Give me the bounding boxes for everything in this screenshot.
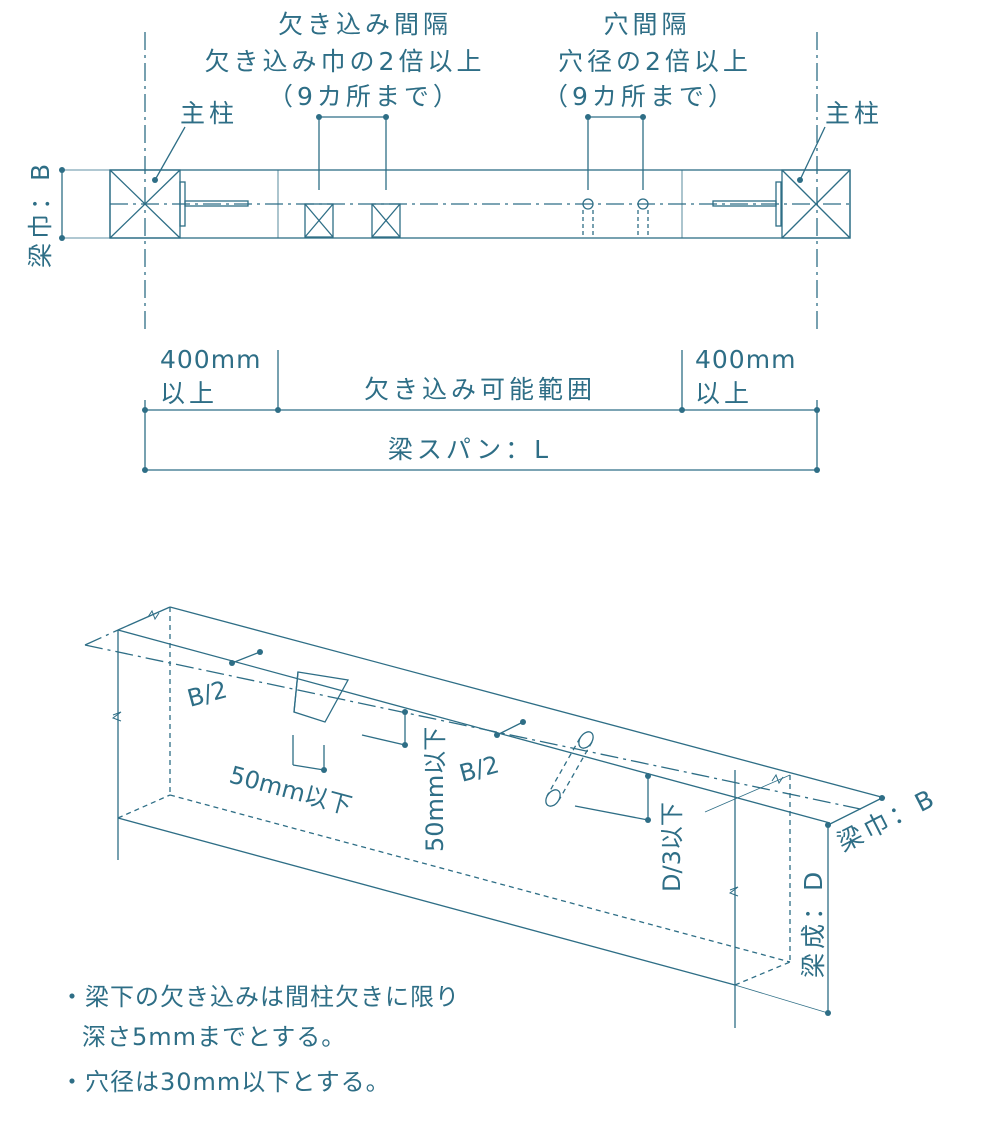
main-column-right-label: 主柱	[825, 99, 883, 128]
hole-interval-line-2: 穴径の2倍以上	[558, 47, 752, 76]
notch-interval-line-3: （9カ所まで）	[268, 82, 462, 111]
iso-hole-offset-label: B/2	[456, 750, 502, 787]
iso-top-front-edge	[117, 629, 831, 824]
hole-1	[582, 198, 594, 238]
note-1: ・梁下の欠き込みは間柱欠きに限り	[60, 983, 460, 1011]
notch-interval-dim	[318, 116, 387, 190]
hole-interval-line-3: （9カ所まで）	[543, 82, 737, 111]
left-margin-line-1: 400mm	[160, 345, 261, 374]
iso-beam-depth-label: 梁成：D	[799, 868, 828, 978]
iso-notch	[293, 671, 350, 723]
plan-beam-width-dim	[61, 169, 110, 239]
note-3: ・穴径は30mm以下とする。	[60, 1068, 391, 1096]
main-column-left-label: 主柱	[180, 99, 238, 128]
notch-interval-line-2: 欠き込み巾の2倍以上	[205, 47, 486, 76]
iso-notch-depth-label: 50mm以下	[421, 727, 449, 852]
iso-hole	[545, 731, 594, 807]
hole-interval-dim	[587, 116, 644, 190]
notch-1	[304, 203, 334, 238]
dim-dots	[59, 114, 885, 1016]
hole-2	[637, 198, 649, 238]
iso-notch-width-label: 50mm以下	[226, 761, 354, 820]
iso-hole-limit-label: D/3以下	[658, 802, 686, 892]
iso-notch-offset-label: B/2	[184, 675, 230, 712]
right-margin-line-2: 以上	[695, 379, 753, 408]
notch-range-label: 欠き込み可能範囲	[364, 375, 596, 404]
notch-interval-line-1: 欠き込み間隔	[278, 10, 452, 39]
iso-view	[84, 606, 886, 1028]
tenon-right	[712, 181, 782, 227]
right-margin-line-1: 400mm	[695, 345, 796, 374]
tenon-left	[179, 181, 249, 227]
iso-top-back-edge	[169, 606, 886, 799]
iso-beam-width-label: 梁巾：B	[833, 782, 943, 857]
plan-view	[61, 32, 851, 471]
hole-interval-line-1: 穴間隔	[603, 10, 690, 39]
plan-beam-width-label: 梁巾：B	[26, 160, 55, 268]
beam-span-label: 梁スパン：L	[388, 435, 552, 464]
iso-width-dim	[827, 797, 883, 826]
left-margin-line-2: 以上	[160, 379, 218, 408]
notch-2	[371, 203, 401, 238]
iso-bottom-front-edge	[117, 817, 736, 986]
note-2: 深さ5mmまでとする。	[82, 1023, 346, 1051]
main-column-right	[781, 169, 851, 239]
